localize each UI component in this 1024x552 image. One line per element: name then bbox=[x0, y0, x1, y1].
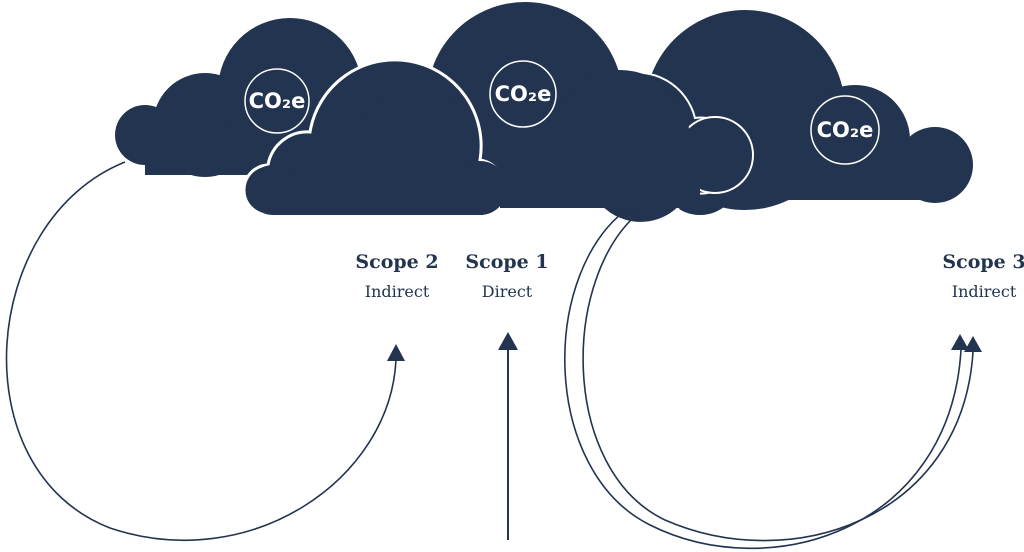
scope-subtitle: Indirect bbox=[365, 282, 430, 301]
scope-2-arrowhead bbox=[387, 344, 405, 361]
scope-title: Scope 3 bbox=[942, 251, 1024, 273]
scope-1-arrowhead bbox=[498, 332, 518, 350]
scope-title: Scope 1 bbox=[465, 251, 548, 273]
co2e-label: CO₂e bbox=[495, 82, 552, 106]
scope-3-arrowhead-1 bbox=[951, 334, 969, 350]
scope-3-label: Scope 3 Indirect bbox=[942, 251, 1024, 301]
scope-1-label: Scope 1 Direct bbox=[465, 251, 548, 301]
scope-3-arrows bbox=[564, 206, 974, 550]
scope-title: Scope 2 bbox=[355, 251, 438, 273]
scope-subtitle: Direct bbox=[482, 282, 533, 301]
co2e-label: CO₂e bbox=[249, 89, 306, 113]
scope-3-arrowhead-2 bbox=[964, 336, 982, 352]
scope-2-label: Scope 2 Indirect bbox=[355, 251, 438, 301]
co2e-badge-3: CO₂e bbox=[810, 95, 880, 165]
scope-subtitle: Indirect bbox=[952, 282, 1017, 301]
co2e-label: CO₂e bbox=[817, 118, 874, 142]
co2e-badge-1: CO₂e bbox=[244, 68, 310, 134]
co2e-badge-2: CO₂e bbox=[489, 60, 557, 128]
scope-2-arrow bbox=[5, 161, 397, 542]
